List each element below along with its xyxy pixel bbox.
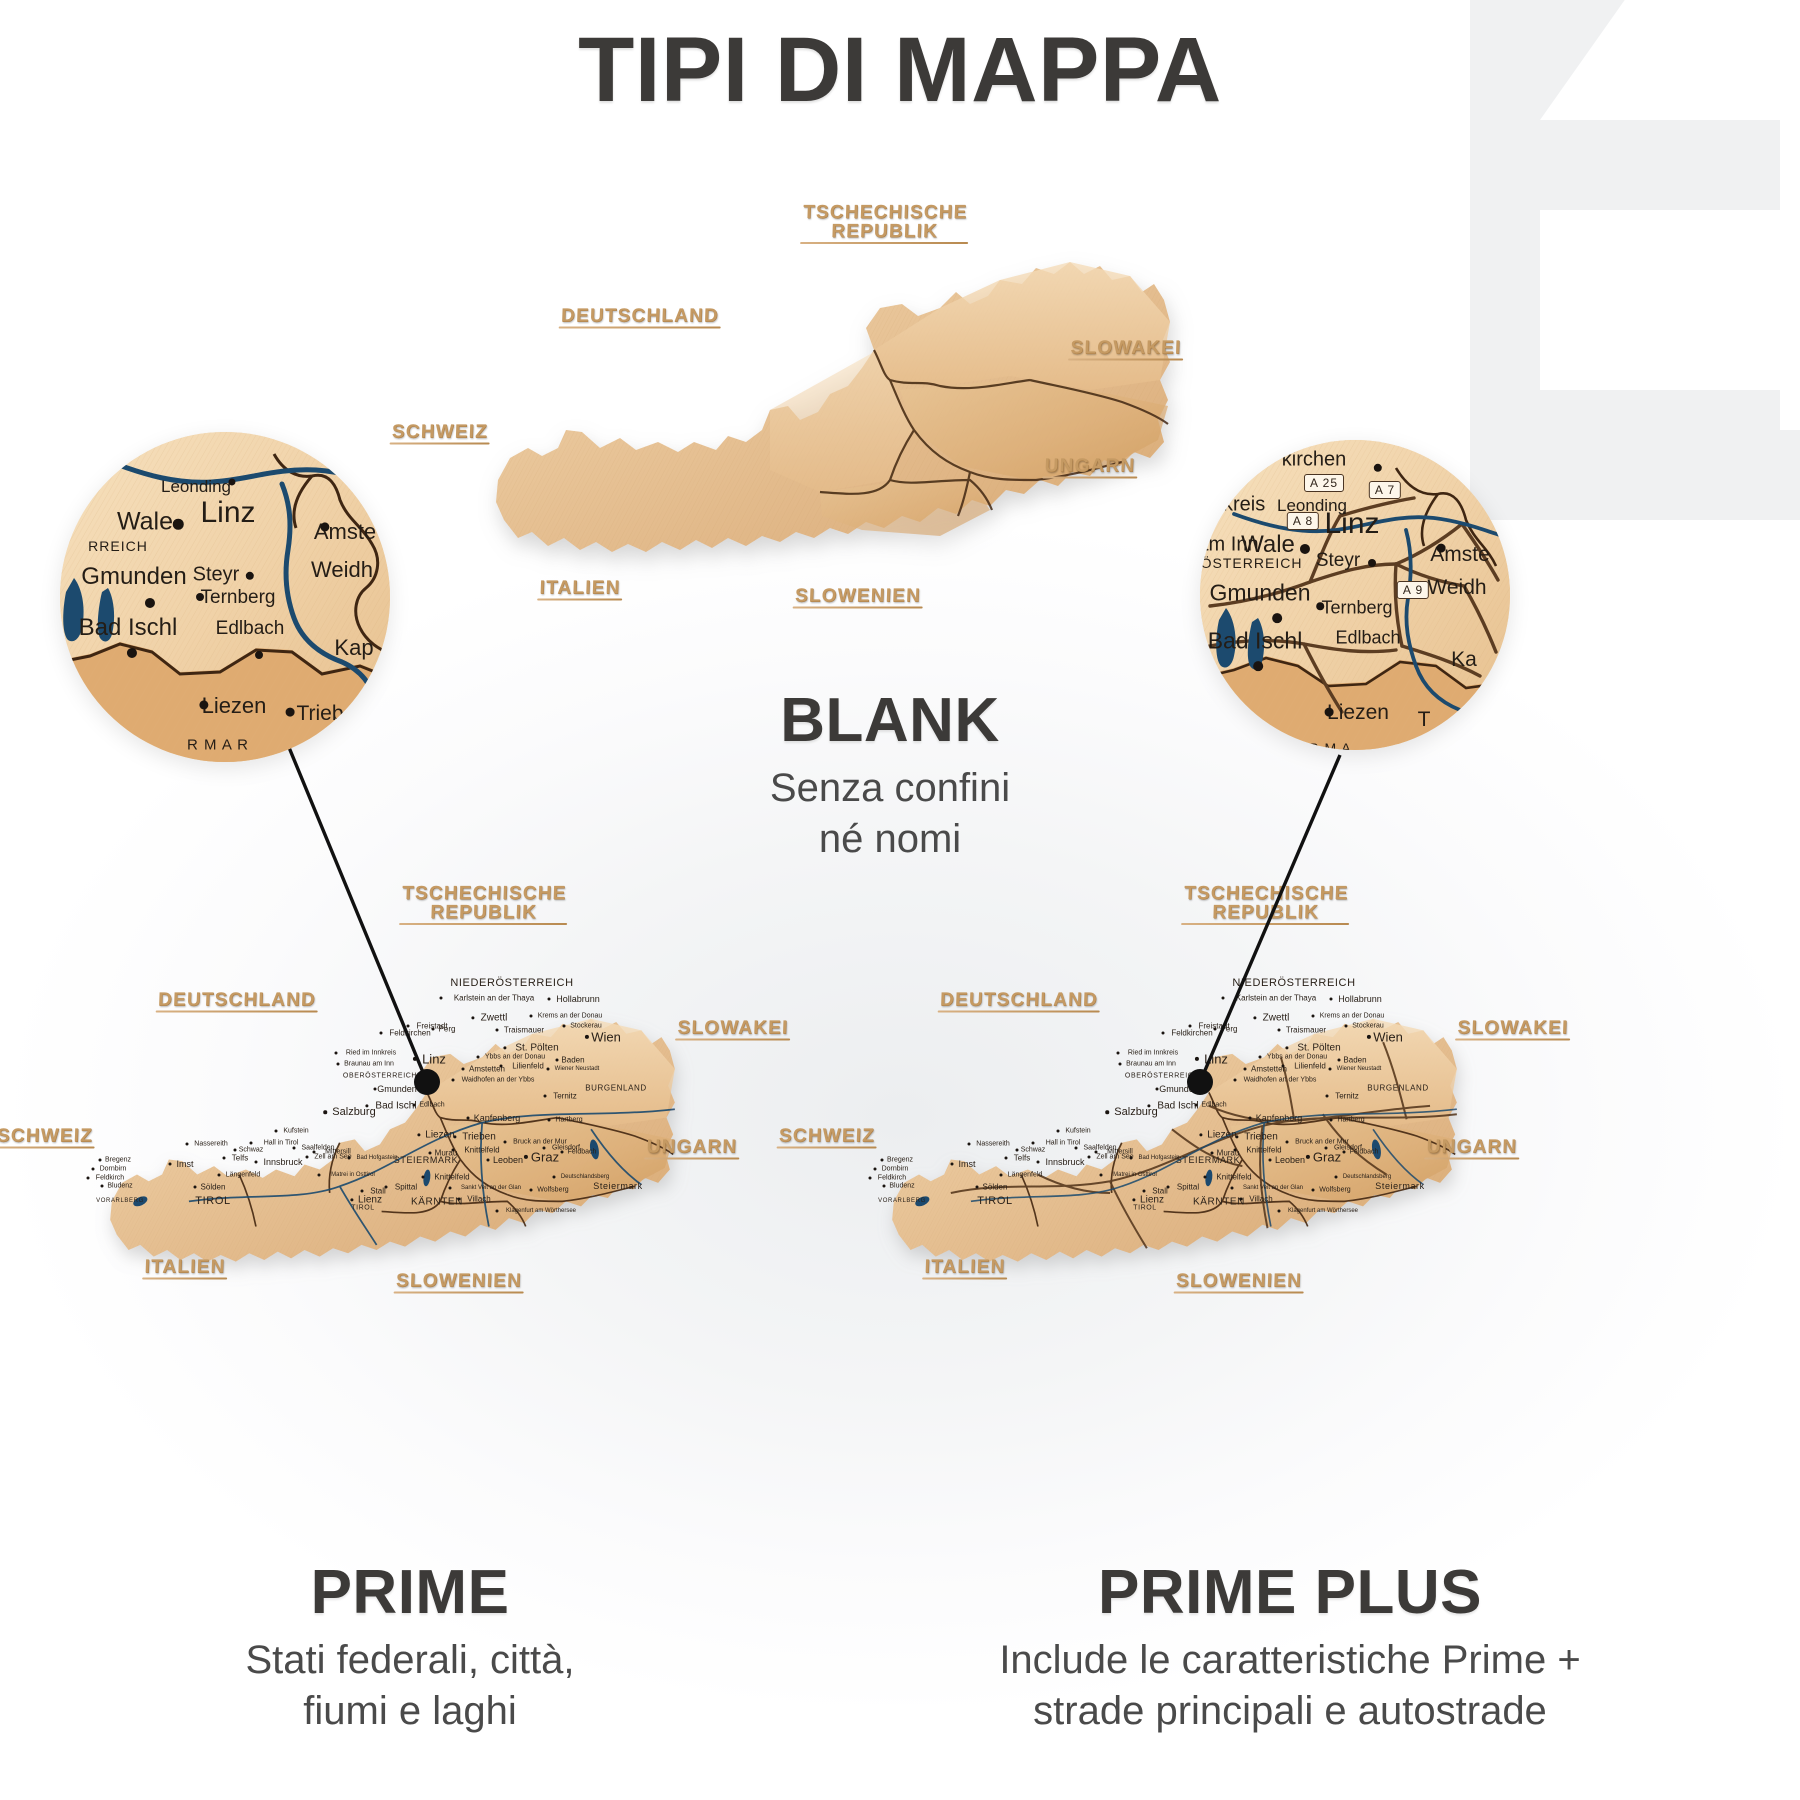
map-city-dot — [1436, 543, 1446, 553]
map-city-label: Leonding — [1277, 496, 1347, 515]
map-city-label: Leonding — [161, 477, 231, 496]
caption-prime-plus-heading: PRIME PLUS — [1098, 1558, 1482, 1627]
map-city-label: Wale — [116, 507, 174, 536]
map-city-dot — [228, 478, 236, 486]
map-region-label: R M A R — [186, 736, 250, 754]
caption-prime-subtitle: Stati federali, città, fiumi e laghi — [245, 1638, 575, 1734]
map-city-dot — [1368, 559, 1376, 567]
map-city-label: Trieb — [296, 702, 344, 725]
map-city-label: Bad Ischl — [1207, 627, 1303, 654]
map-city-label: Linz — [200, 496, 256, 529]
country-label: ITALIEN — [144, 1256, 226, 1278]
map-city-label: Liezen — [1327, 701, 1389, 724]
map-city-dot — [1324, 707, 1334, 717]
map-city-label: Edlbach — [215, 618, 285, 639]
motorway-shield: A 8 — [1286, 512, 1320, 530]
map-city-dot — [245, 571, 255, 581]
caption-blank: BLANK Senza confini né nomi — [560, 688, 1220, 865]
blank-austria-shape — [496, 262, 1170, 552]
caption-prime-heading: PRIME — [310, 1558, 510, 1627]
map-city-dot — [1316, 602, 1324, 610]
map-city-label: Gmunden — [1209, 579, 1311, 606]
motorway-shield: A 7 — [1368, 481, 1402, 499]
caption-blank-heading: BLANK — [780, 686, 1000, 755]
map-city-dot — [1253, 661, 1263, 671]
map-city-label: Edlbach — [1335, 627, 1401, 648]
map-city-label: kirchen — [1281, 448, 1347, 471]
caption-prime-plus: PRIME PLUS Include le caratteristiche Pr… — [810, 1560, 1770, 1737]
country-label: SLOWENIEN — [395, 1270, 523, 1292]
page-title: TIPI DI MAPPA — [578, 19, 1222, 121]
map-city-label: Ternberg — [200, 587, 276, 608]
country-label: TSCHECHISCHE REPUBLIK — [401, 883, 567, 923]
map-city-dot — [199, 700, 209, 710]
map-city-label: Steyr — [1315, 550, 1361, 571]
map-city-label: Weidh — [1427, 576, 1487, 599]
map-city-dot — [196, 593, 204, 601]
caption-prime: PRIME Stati federali, città, fiumi e lag… — [30, 1560, 790, 1737]
prime-plus-austria-shape — [892, 1018, 1457, 1262]
map-city-label: Weidh — [311, 557, 373, 582]
map-city-label: Ternberg — [1321, 597, 1393, 618]
map-city-label: nnkreis — [1200, 493, 1266, 516]
map-city-label: Bad Ischl — [78, 614, 178, 641]
map-city-label: T — [1417, 708, 1431, 731]
map-city-dot — [172, 518, 184, 530]
map-city-label: Ka — [1451, 648, 1477, 671]
country-label: SLOWENIEN — [1175, 1270, 1303, 1292]
country-label: TSCHECHISCHE REPUBLIK — [1183, 883, 1349, 923]
map-city-label: am Inn — [1200, 533, 1259, 556]
map-region-label: R M A — [1308, 740, 1352, 750]
map-city-dot — [144, 597, 156, 609]
map-city-label: Kap — [334, 635, 374, 660]
map-region-label: RÖSTERREICH — [1200, 555, 1303, 571]
map-city-label: Steyr — [192, 563, 240, 586]
map-city-dot — [285, 707, 295, 717]
prime-plus-map-block — [862, 950, 1482, 1262]
country-label: SCHWEIZ — [778, 1125, 876, 1147]
map-city-dot — [255, 651, 263, 659]
country-label: ITALIEN — [924, 1256, 1006, 1278]
map-city-dot — [1272, 613, 1282, 623]
map-city-label: Linz — [1324, 507, 1380, 540]
map-city-dot — [1373, 463, 1383, 473]
map-city-dot — [320, 522, 330, 532]
prime-austria-shape — [110, 1018, 675, 1262]
prime-map-block — [80, 950, 700, 1262]
caption-blank-subtitle: Senza confini né nomi — [769, 766, 1011, 862]
map-city-dot — [126, 647, 138, 659]
map-city-label: Wale — [1241, 531, 1295, 558]
map-region-label: RREICH — [88, 538, 148, 554]
map-city-label: Gmunden — [81, 563, 187, 590]
blank-map-block — [470, 180, 1190, 650]
map-city-label: Liezen — [201, 693, 267, 718]
map-city-dot — [1299, 543, 1311, 555]
motorway-shield: A 25 — [1303, 474, 1345, 492]
caption-prime-plus-subtitle: Include le caratteristiche Prime + strad… — [999, 1638, 1581, 1734]
motorway-shield: A 9 — [1396, 581, 1430, 599]
